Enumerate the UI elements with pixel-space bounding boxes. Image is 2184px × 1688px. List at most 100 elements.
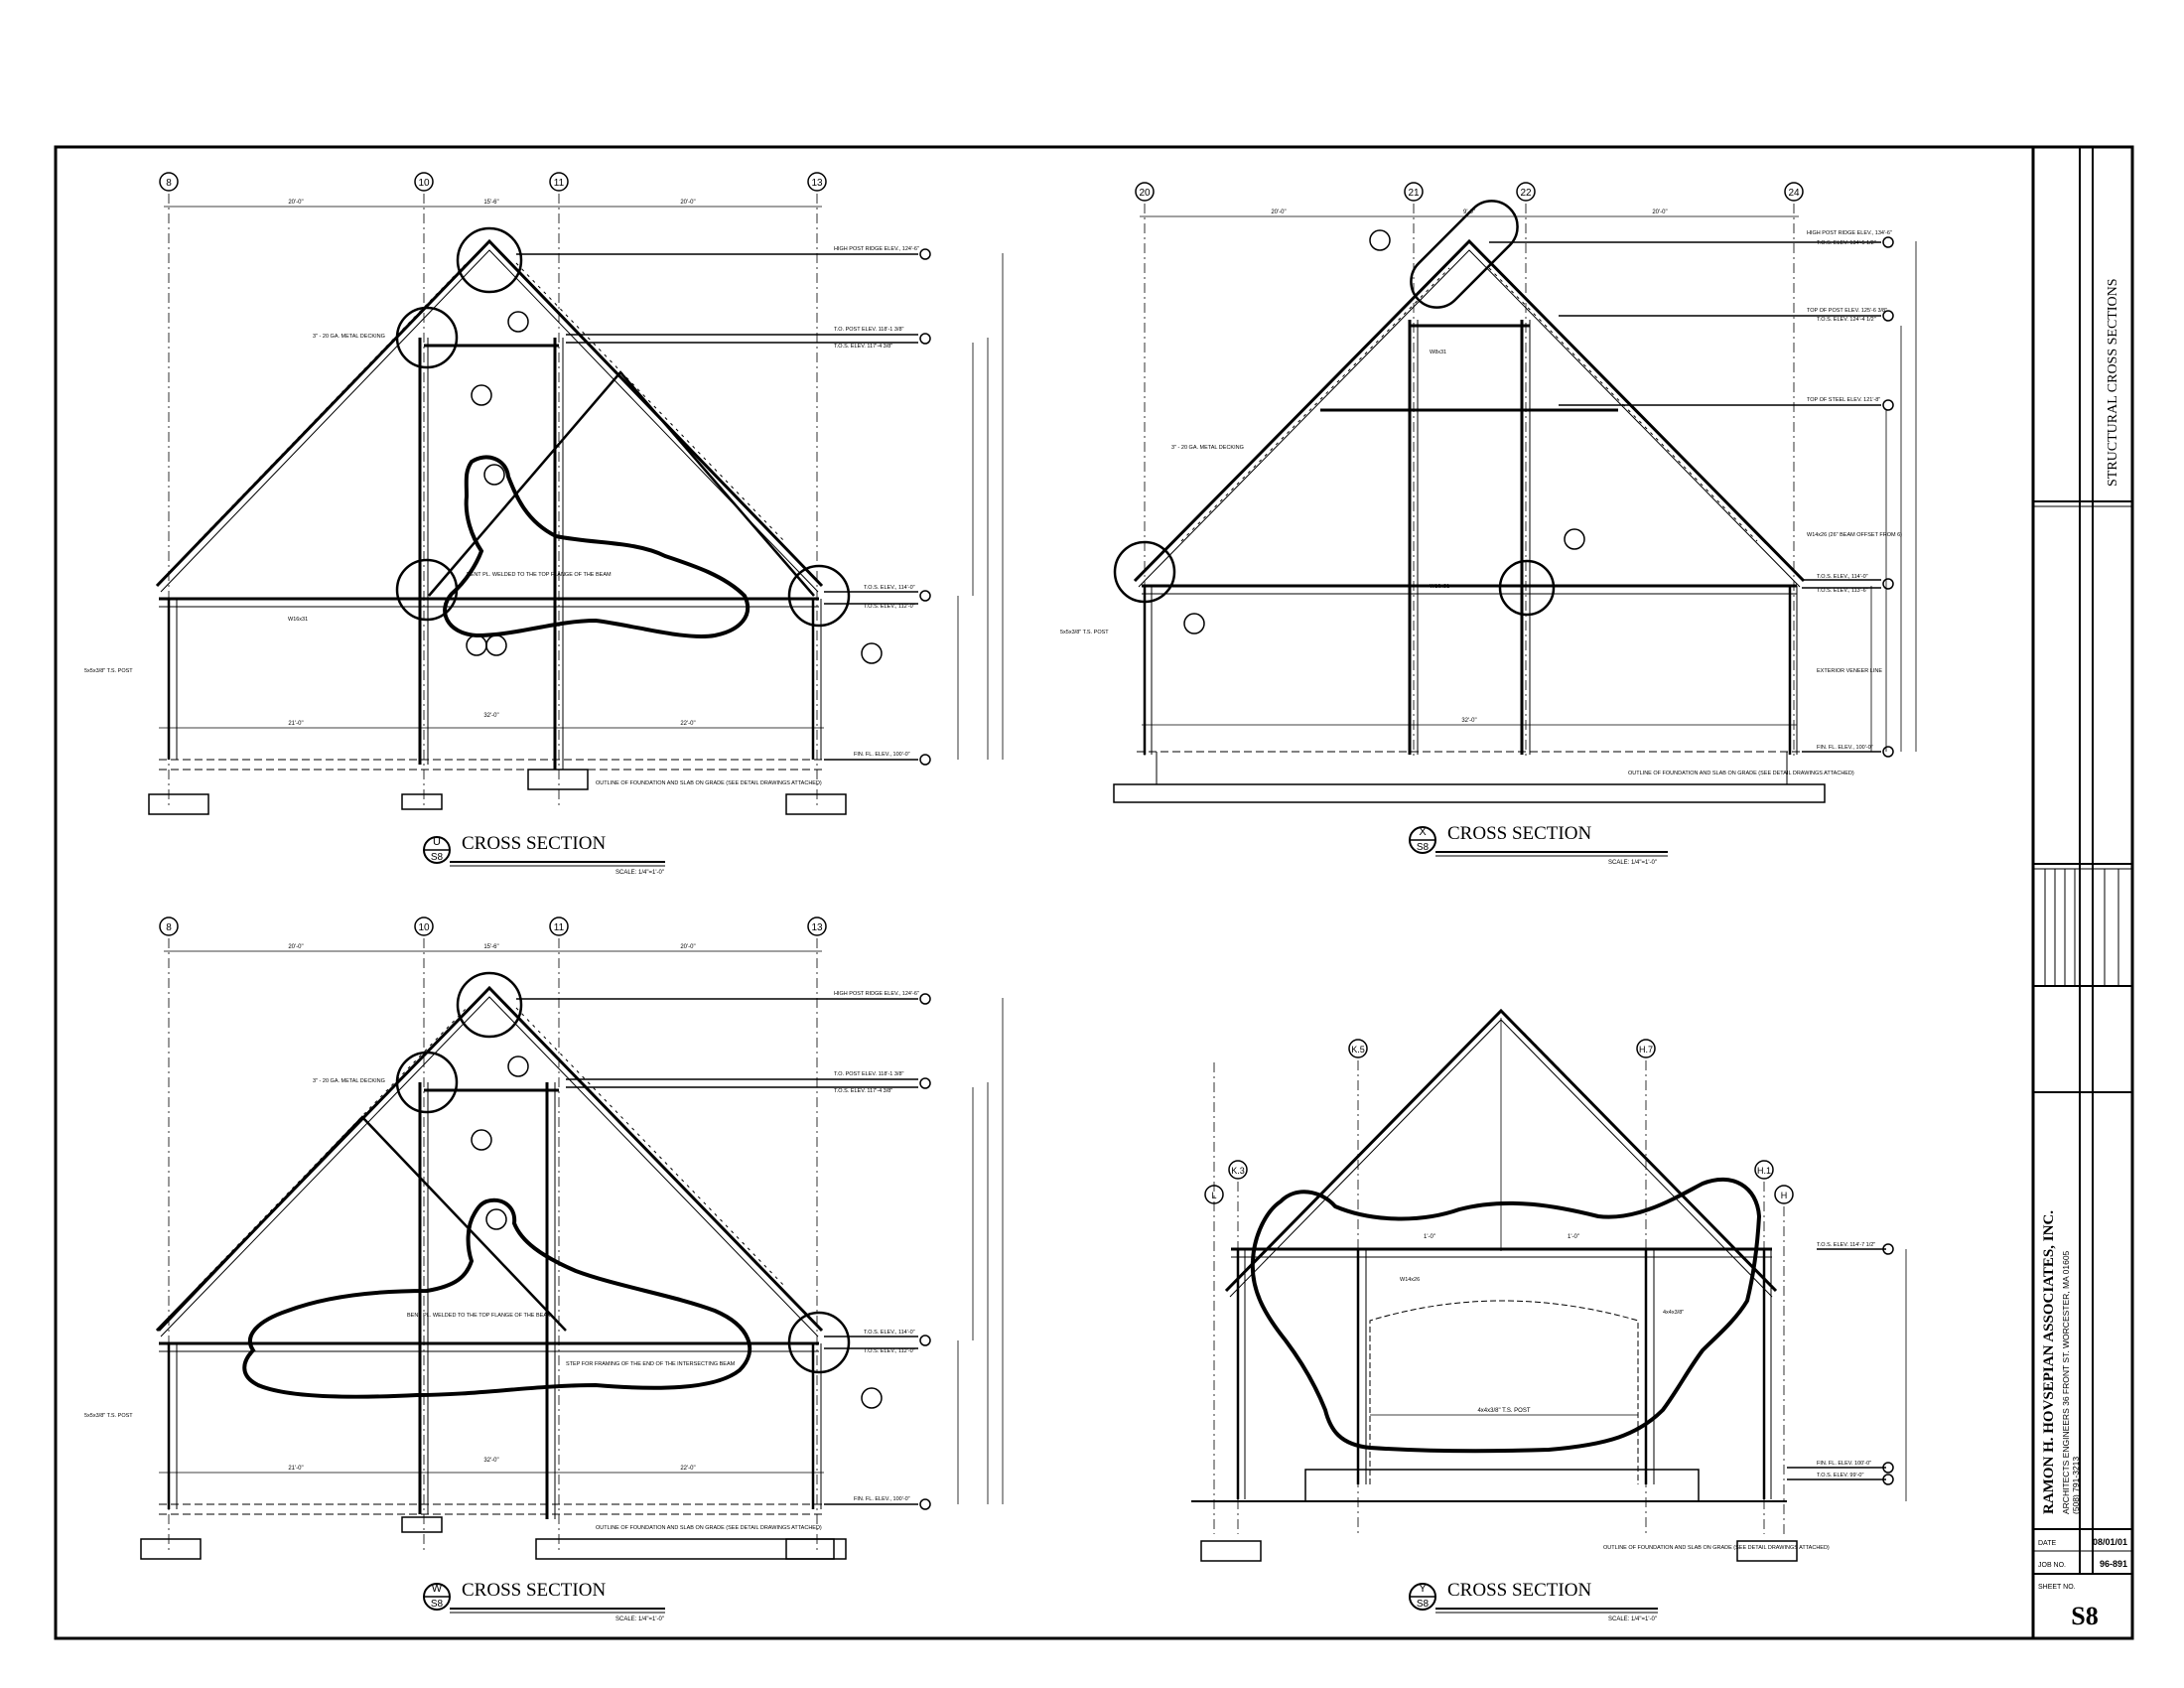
section-y-elev-2: FIN. FL. ELEV. 100'-0" <box>1817 1461 1871 1467</box>
section-w-elev-5: T.O.S. ELEV., 112'-0" <box>864 1348 915 1354</box>
section-y-dim-b1: 4x4x3/8" T.S. POST <box>1477 1408 1530 1414</box>
section-y-drawing <box>1191 1008 1907 1562</box>
section-u-dim-3: 20'-0" <box>680 200 695 206</box>
section-x-note-3: W16x31 <box>1430 584 1449 590</box>
section-x-note-2: W14x26 (26" BEAM OFFSET FROM 6) <box>1807 532 1902 538</box>
section-x-heading: CROSS SECTION <box>1447 823 1591 844</box>
section-w-grid-2: 10 <box>418 922 430 933</box>
title-block-text: STRUCTURAL CROSS SECTIONS RAMON H. HOVSE… <box>2038 278 2127 1630</box>
section-y-grid-4: H.1 <box>1757 1166 1771 1176</box>
section-u-id: U <box>433 836 441 848</box>
section-w-elev-4: T.O.S. ELEV., 114'-0" <box>864 1330 915 1336</box>
firm-address: ARCHITECTS ENGINEERS 36 FRONT ST. WORCES… <box>2061 1250 2071 1514</box>
section-y-note-1: W14x26 <box>1400 1277 1420 1283</box>
section-y-id: Y <box>1419 1583 1427 1595</box>
section-x-grid-1: 20 <box>1139 188 1151 199</box>
section-u-note-5: 5x5x3/8" T.S. POST <box>84 668 133 674</box>
section-w-grid-1: 8 <box>166 922 172 933</box>
section-u-scale: SCALE: 1/4"=1'-0" <box>615 870 664 876</box>
section-y-grid-5: L <box>1211 1191 1216 1200</box>
section-x-note-4: W8x31 <box>1430 350 1446 355</box>
section-x-dim-3: 20'-0" <box>1652 210 1667 215</box>
sheet-no-value: S8 <box>2071 1602 2098 1630</box>
sheet-no-label: SHEET NO. <box>2038 1584 2076 1591</box>
section-x-dim-2: 9'-0" <box>1463 210 1475 215</box>
section-w-heading: CROSS SECTION <box>462 1580 606 1601</box>
section-w-note-3: STEP FOR FRAMING OF THE END OF THE INTER… <box>566 1361 736 1367</box>
section-u-note-3: BENT PL. WELDED TO THE TOP FLANGE OF THE… <box>467 572 612 578</box>
section-y-elev-3: T.O.S. ELEV. 99'-0" <box>1817 1473 1863 1478</box>
section-u-note-4: OUTLINE OF FOUNDATION AND SLAB ON GRADE … <box>596 780 822 786</box>
section-u-ref: S8 <box>431 852 444 863</box>
section-u-dim-2: 15'-6" <box>483 200 498 206</box>
section-u-grid-1: 8 <box>166 178 172 189</box>
section-w-elev-6: FIN. FL. ELEV., 100'-0" <box>854 1496 910 1502</box>
section-x-grid-3: 22 <box>1520 188 1532 199</box>
section-x-drawing <box>1113 182 1917 803</box>
section-x-dim-b1: 32'-0" <box>1461 718 1476 724</box>
section-x-elev-8: FIN. FL. ELEV., 100'-0" <box>1817 745 1873 751</box>
section-u-note-1: 3" - 20 GA. METAL DECKING <box>313 334 385 340</box>
section-w-note-4: OUTLINE OF FOUNDATION AND SLAB ON GRADE … <box>596 1525 822 1531</box>
section-u-grid-4: 13 <box>811 178 823 189</box>
section-w-note-2: BENT PL. WELDED TO THE TOP FLANGE OF THE… <box>407 1313 552 1319</box>
section-x-elev-5: TOP OF STEEL ELEV. 121'-8" <box>1807 397 1880 403</box>
section-y-note-2: 4x4x3/8" <box>1663 1310 1684 1316</box>
section-u-title <box>423 836 665 867</box>
section-y-ref: S8 <box>1417 1599 1430 1610</box>
section-w-dim-1: 20'-0" <box>288 944 303 950</box>
section-w-dim-2: 15'-6" <box>483 944 498 950</box>
section-y-elev-1: T.O.S. ELEV. 114'-7 1/2" <box>1817 1242 1875 1248</box>
section-x-dim-1: 20'-0" <box>1271 210 1286 215</box>
section-u-grid-2: 10 <box>418 178 430 189</box>
section-x-note-5: 5x5x3/8" T.S. POST <box>1060 630 1109 635</box>
section-w-drawing <box>140 916 1004 1560</box>
section-w-elev-3: T.O.S. ELEV. 117'-4 3/8" <box>834 1088 892 1094</box>
section-y-title <box>1409 1583 1658 1614</box>
section-w-dim-b2: 32'-0" <box>483 1458 498 1464</box>
section-u-heading: CROSS SECTION <box>462 833 606 854</box>
section-x-note-7: OUTLINE OF FOUNDATION AND SLAB ON GRADE … <box>1628 771 1854 776</box>
job-value: 96-891 <box>2100 1559 2127 1569</box>
section-y-grid-2: H.7 <box>1639 1045 1653 1055</box>
date-label: DATE <box>2038 1540 2056 1547</box>
section-w-scale: SCALE: 1/4"=1'-0" <box>615 1617 664 1622</box>
section-y-dim-2: 1'-0" <box>1568 1234 1579 1240</box>
section-y-grid-3: K.3 <box>1231 1166 1245 1176</box>
section-x-elev-7: T.O.S. ELEV., 113'-6" <box>1817 588 1868 594</box>
section-w-elev-1: HIGH POST RIDGE ELEV., 124'-6" <box>834 991 919 997</box>
section-w-dim-3: 20'-0" <box>680 944 695 950</box>
section-x-note-1: 3" - 20 GA. METAL DECKING <box>1171 445 1244 451</box>
section-w-grid-4: 13 <box>811 922 823 933</box>
section-x-title <box>1409 826 1668 857</box>
section-y-note-3: OUTLINE OF FOUNDATION AND SLAB ON GRADE … <box>1603 1545 1830 1551</box>
section-y-dim-1: 1'-0" <box>1424 1234 1435 1240</box>
section-u-elev-1: HIGH POST RIDGE ELEV., 124'-6" <box>834 246 919 252</box>
section-w-elev-2: T.O. POST ELEV. 118'-1 3/8" <box>834 1071 904 1077</box>
firm-name: RAMON H. HOVSEPIAN ASSOCIATES, INC. <box>2041 1210 2057 1514</box>
section-x-ref: S8 <box>1417 842 1430 853</box>
section-y-heading: CROSS SECTION <box>1447 1580 1591 1601</box>
section-x-elev-1: HIGH POST RIDGE ELEV., 134'-6" <box>1807 230 1892 236</box>
section-w-dim-b1: 21'-0" <box>288 1466 303 1472</box>
section-u-dim-b3: 22'-0" <box>680 721 695 727</box>
title-block <box>2031 147 2134 1638</box>
section-y-scale: SCALE: 1/4"=1'-0" <box>1608 1617 1657 1622</box>
section-u-drawing <box>148 172 1004 815</box>
section-u-dim-b2: 32'-0" <box>483 713 498 719</box>
section-x-grid-2: 21 <box>1408 188 1420 199</box>
date-value: 08/01/01 <box>2093 1537 2127 1547</box>
section-w-note-5: 5x5x3/8" T.S. POST <box>84 1413 133 1419</box>
section-w-id: W <box>432 1583 443 1595</box>
section-x-elev-4: T.O.S. ELEV. 124'-4 1/2" <box>1817 317 1876 323</box>
section-y-grid-6: H <box>1781 1191 1788 1200</box>
section-u-grid-3: 11 <box>554 178 565 189</box>
job-label: JOB NO. <box>2038 1562 2066 1569</box>
section-w-dim-b3: 22'-0" <box>680 1466 695 1472</box>
section-u-elev-4: T.O.S. ELEV., 114'-0" <box>864 585 915 591</box>
section-x-grid-4: 24 <box>1788 188 1800 199</box>
sheet-title: STRUCTURAL CROSS SECTIONS <box>2106 278 2120 487</box>
section-x-elev-2: T.O.S. ELEV. 134'-5 1/2" <box>1817 240 1876 246</box>
firm-phone: (508) 791-3213 <box>2071 1457 2081 1514</box>
